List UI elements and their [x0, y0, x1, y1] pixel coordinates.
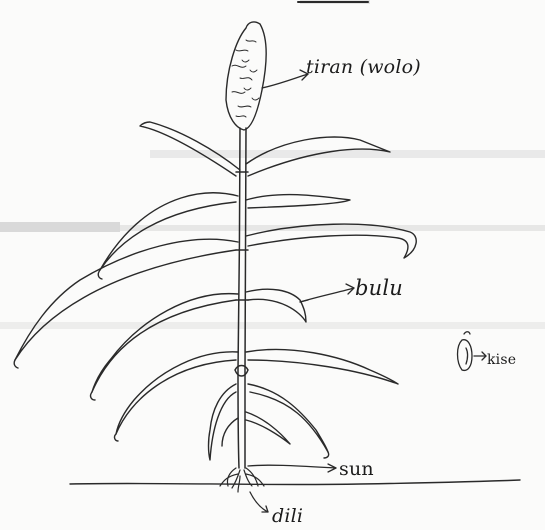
seed-drawing [458, 332, 473, 371]
plant-roots [220, 468, 264, 492]
label-seed: kise [487, 352, 516, 368]
panicle-head [226, 22, 266, 130]
label-root: dili [272, 505, 303, 527]
label-head: tiran (wolo) [306, 56, 421, 78]
label-leaf: bulu [355, 276, 403, 300]
ground-line [70, 480, 520, 485]
plant-stem [235, 128, 248, 468]
label-stem: sun [339, 458, 374, 480]
